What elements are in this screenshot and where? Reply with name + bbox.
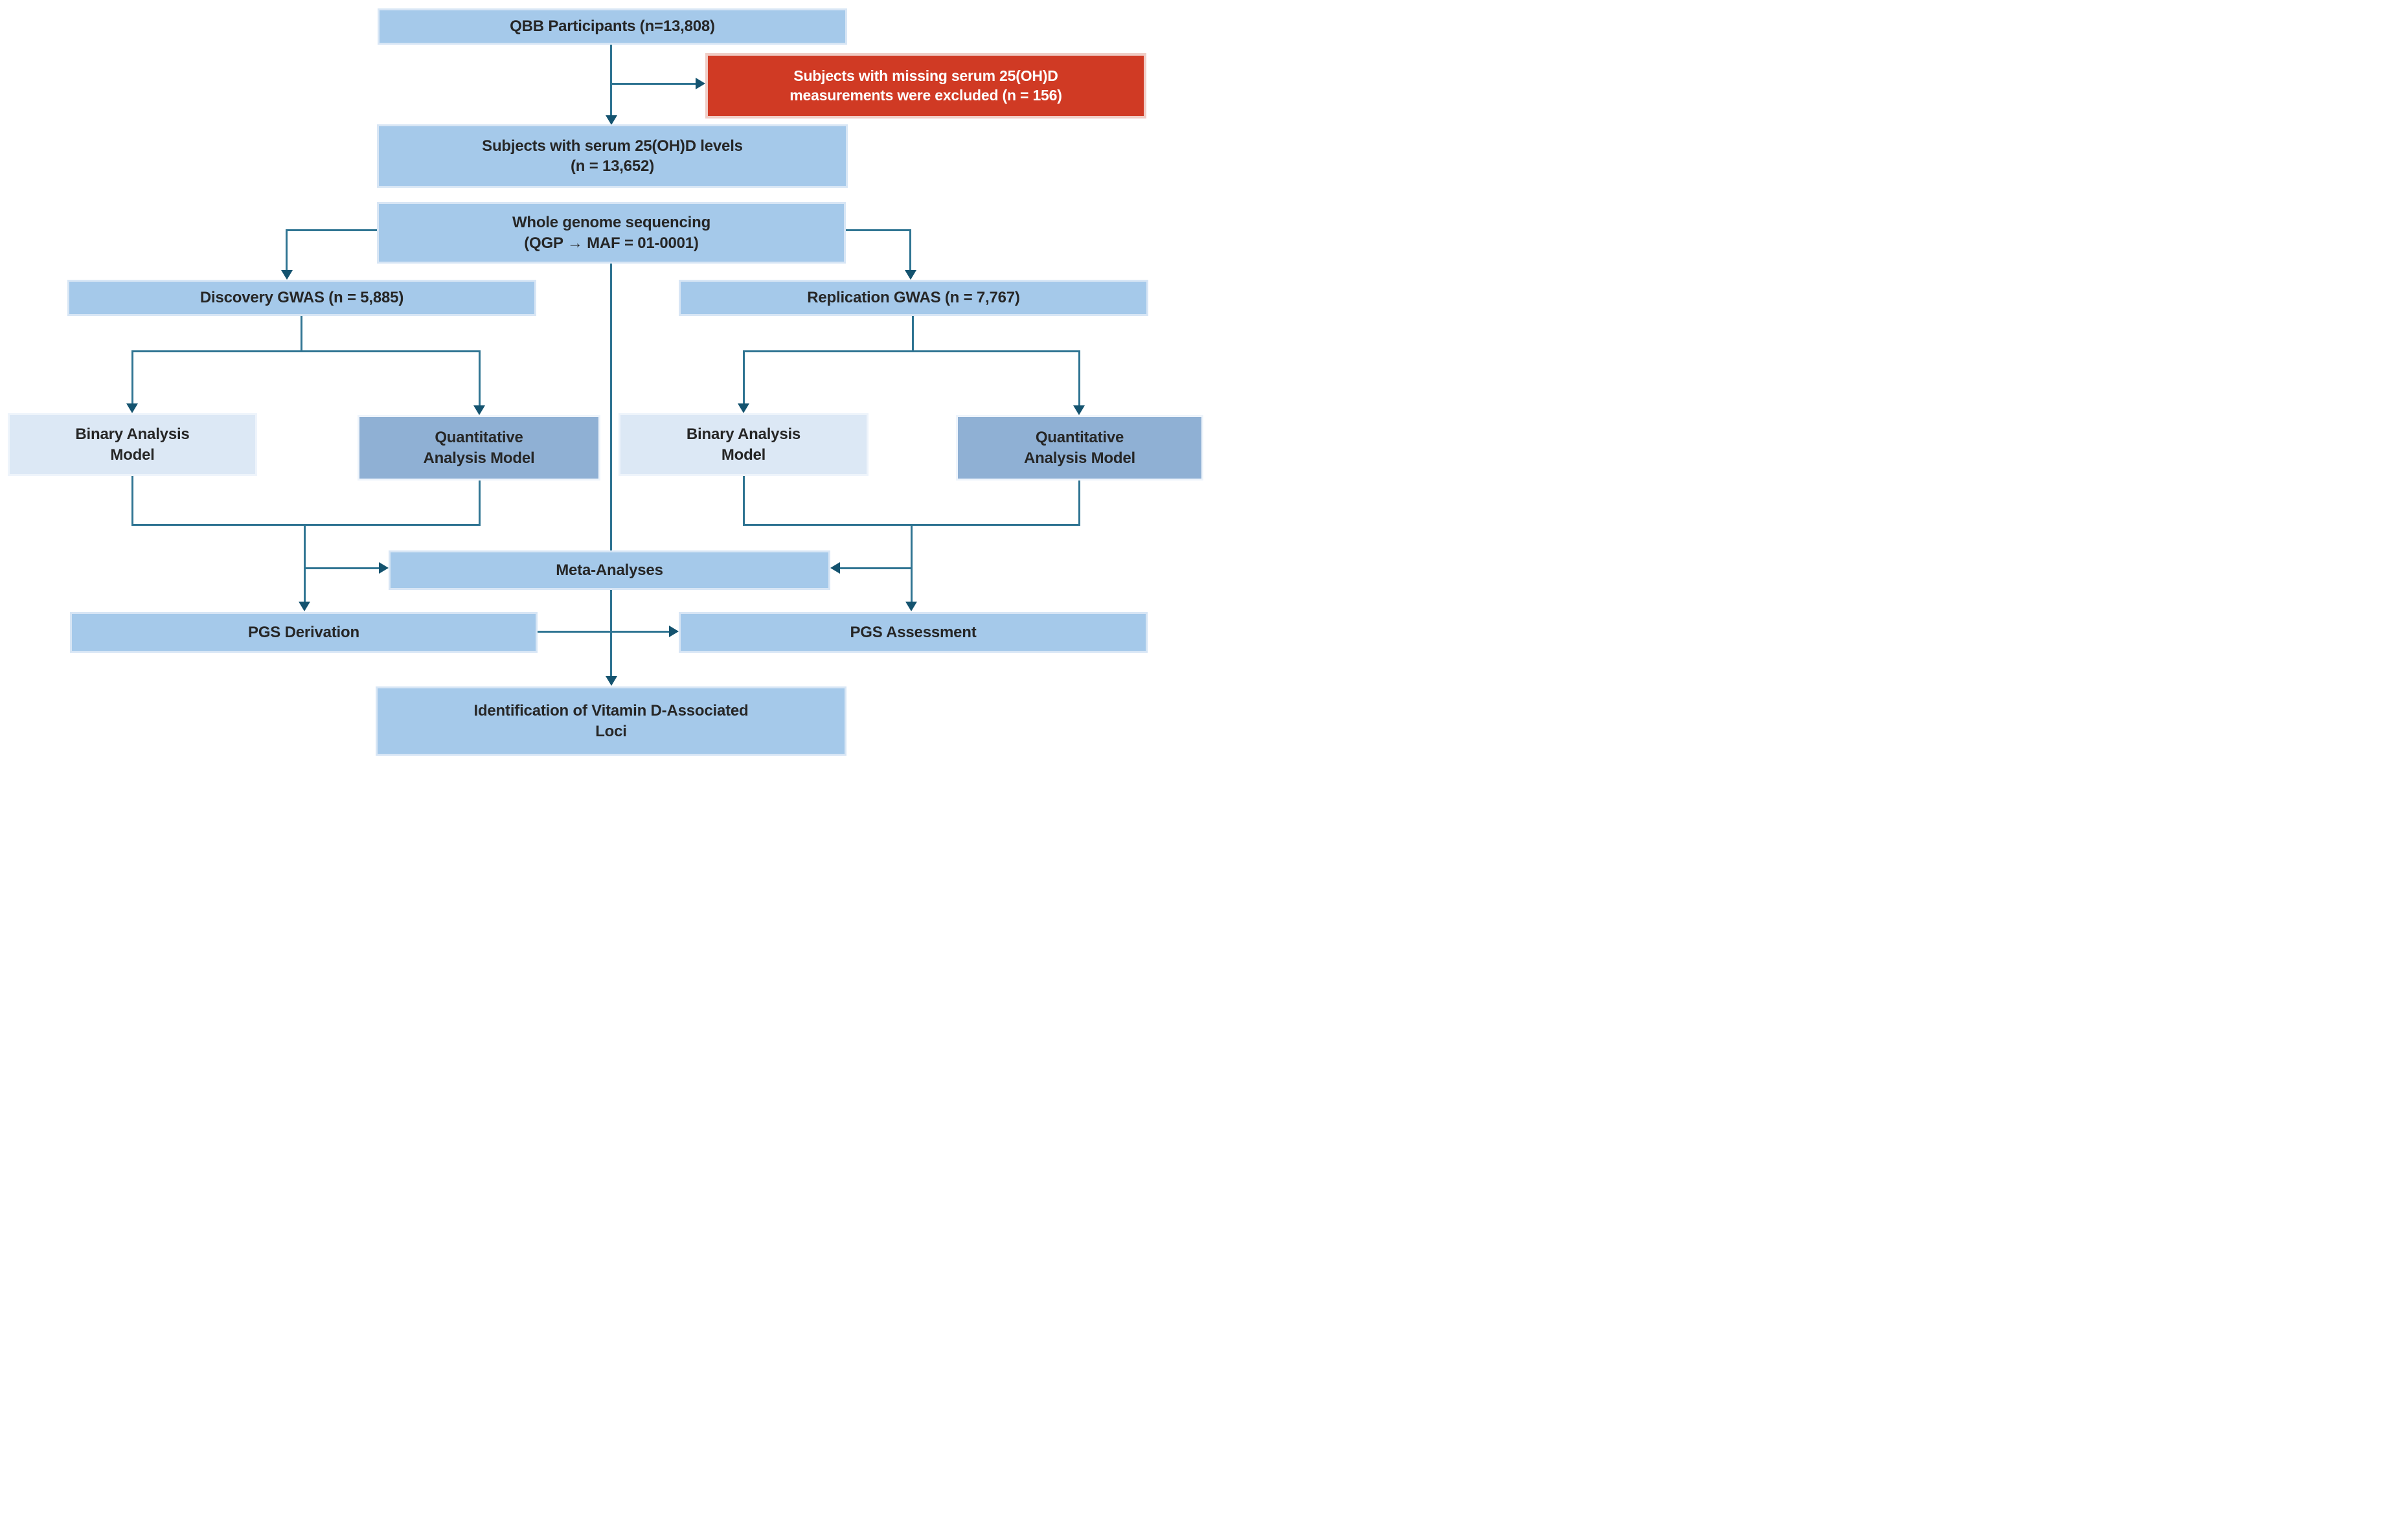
- node-serum-subjects: Subjects with serum 25(OH)D levels (n = …: [377, 124, 848, 188]
- connector-derivation-to-assessment: [538, 631, 670, 633]
- connector-left-to-meta: [304, 567, 380, 569]
- node-excluded-subjects: Subjects with missing serum 25(OH)D meas…: [705, 53, 1146, 119]
- node-replication-binary-model: Binary Analysis Model: [619, 413, 869, 476]
- node-identification-loci-label: Identification of Vitamin D-Associated L…: [473, 702, 749, 740]
- connector-wgs-right: [846, 229, 911, 231]
- arrowhead-to-excluded: [696, 78, 705, 89]
- connector-replication-split: [743, 350, 1080, 352]
- connector-wgs-right-down: [909, 229, 911, 271]
- arrowhead-left-to-meta: [379, 562, 389, 574]
- node-discovery-gwas: Discovery GWAS (n = 5,885): [67, 280, 536, 316]
- node-qbb-participants-label: QBB Participants (n=13,808): [510, 17, 715, 36]
- arrowhead-to-pgs-assessment-left: [669, 626, 679, 637]
- node-pgs-derivation-label: PGS Derivation: [248, 623, 359, 641]
- node-replication-gwas-label: Replication GWAS (n = 7,767): [807, 289, 1020, 307]
- arrowhead-to-disc-quant: [473, 405, 485, 415]
- connector-discovery-stem: [301, 316, 302, 352]
- node-meta-analyses: Meta-Analyses: [389, 550, 830, 590]
- connector-repl-binary-down: [743, 476, 745, 526]
- connector-to-excluded: [610, 83, 696, 85]
- connector-wgs-to-identification: [610, 264, 612, 676]
- connector-discovery-split: [131, 350, 481, 352]
- flowchart-canvas: QBB Participants (n=13,808) Subjects wit…: [0, 0, 1204, 758]
- arrowhead-to-disc-binary: [126, 403, 138, 413]
- node-whole-genome-sequencing-label: Whole genome sequencing (QGP → MAF = 01-…: [512, 214, 711, 252]
- node-discovery-binary-model-label: Binary Analysis Model: [75, 425, 190, 464]
- node-pgs-assessment-label: PGS Assessment: [850, 623, 977, 641]
- node-replication-gwas: Replication GWAS (n = 7,767): [679, 280, 1148, 316]
- arrowhead-to-pgs-derivation: [299, 602, 310, 611]
- arrowhead-to-repl-binary: [738, 403, 749, 413]
- node-pgs-derivation: PGS Derivation: [70, 612, 538, 653]
- connector-disc-binary-down: [131, 476, 133, 526]
- node-whole-genome-sequencing: Whole genome sequencing (QGP → MAF = 01-…: [377, 202, 846, 264]
- connector-replication-stem: [912, 316, 914, 352]
- node-discovery-gwas-label: Discovery GWAS (n = 5,885): [199, 289, 404, 307]
- node-replication-binary-model-label: Binary Analysis Model: [686, 425, 801, 464]
- node-discovery-quantitative-model: Quantitative Analysis Model: [358, 415, 600, 481]
- connector-right-stem: [911, 524, 913, 603]
- connector-wgs-left: [287, 229, 377, 231]
- node-qbb-participants: QBB Participants (n=13,808): [378, 8, 847, 45]
- connector-right-to-meta: [840, 567, 912, 569]
- connector-wgs-left-down: [286, 229, 288, 271]
- arrowhead-to-discovery: [281, 270, 293, 280]
- arrowhead-to-identification: [606, 676, 617, 686]
- arrowhead-right-to-meta: [830, 562, 840, 574]
- connector-left-bracket: [131, 524, 481, 526]
- node-discovery-quantitative-model-label: Quantitative Analysis Model: [423, 429, 535, 467]
- connector-to-disc-binary: [131, 350, 133, 404]
- node-excluded-subjects-label: Subjects with missing serum 25(OH)D meas…: [789, 67, 1062, 104]
- node-discovery-binary-model: Binary Analysis Model: [8, 413, 257, 476]
- node-serum-subjects-label: Subjects with serum 25(OH)D levels (n = …: [482, 137, 743, 175]
- node-pgs-assessment: PGS Assessment: [679, 612, 1148, 653]
- node-meta-analyses-label: Meta-Analyses: [556, 561, 663, 579]
- node-replication-quantitative-model: Quantitative Analysis Model: [956, 415, 1203, 481]
- connector-qbb-to-serum: [610, 45, 612, 117]
- arrowhead-to-serum: [606, 115, 617, 125]
- node-identification-loci: Identification of Vitamin D-Associated L…: [376, 686, 846, 756]
- connector-left-stem: [304, 524, 306, 603]
- connector-disc-quant-down: [479, 481, 481, 526]
- connector-to-repl-quant: [1078, 350, 1080, 406]
- arrowhead-to-replication: [905, 270, 916, 280]
- connector-to-repl-binary: [743, 350, 745, 404]
- connector-to-disc-quant: [479, 350, 481, 406]
- node-replication-quantitative-model-label: Quantitative Analysis Model: [1024, 429, 1135, 467]
- arrowhead-to-pgs-assessment: [905, 602, 917, 611]
- connector-repl-quant-down: [1078, 481, 1080, 526]
- arrowhead-to-repl-quant: [1073, 405, 1085, 415]
